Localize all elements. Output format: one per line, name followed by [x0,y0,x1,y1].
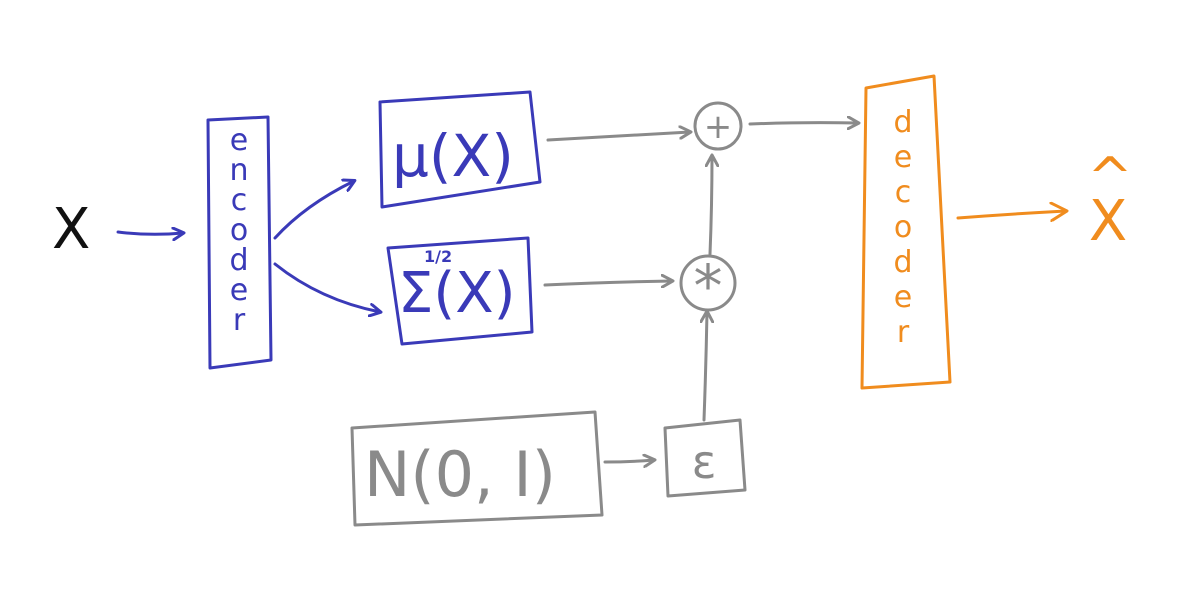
decoder-letter: c [895,175,912,210]
decoder-letter: e [894,280,912,315]
decoder-letter: o [894,210,912,245]
encoder-box [206,115,273,370]
mu-label: μ(X) [392,122,514,190]
encoder-letter: d [229,243,248,278]
noise-block: N(0, I) [350,410,604,527]
encoder-letter: o [230,213,248,248]
epsilon-label: ε [692,435,717,489]
input-label: X [52,197,90,262]
output-hat: ^ [1087,146,1132,209]
noise-box [350,410,604,527]
encoder-letter: e [230,123,248,158]
mu-block: μ(X) [378,90,542,209]
sigma-box [386,236,534,346]
plus-symbol: + [704,107,733,147]
mu-box [378,90,542,209]
encoder-letter: e [230,273,248,308]
epsilon-block: ε [663,418,747,498]
arrow-times-to-plus [710,156,712,256]
encoder-letter: c [231,183,248,218]
plus-node: + [693,101,743,151]
times-symbol: * [694,252,723,320]
sigma-label: Σ(X) [398,261,515,326]
encoder-letter: r [233,303,246,338]
times-node: * [679,252,737,320]
arrow-plus-to-decoder [748,123,858,124]
decoder-letter: r [897,315,910,350]
sigma-superscript: 1/2 [424,247,452,266]
arrow-decoder-to-output [956,211,1066,218]
arrow-epsilon-to-times [704,312,707,422]
encoder-letter: n [229,153,248,188]
output-label: ^ X [1087,146,1132,254]
decoder-box [860,74,952,390]
sigma-block: Σ(X) 1/2 [386,236,534,346]
arrow-noise-to-epsilon [603,460,654,462]
arrow-encoder-to-mu [273,181,354,240]
noise-label: N(0, I) [364,438,556,511]
plus-circle [693,101,743,151]
decoder-letter: e [894,140,912,175]
arrow-sigma-to-times [543,281,672,285]
arrow-mu-to-plus [546,132,690,142]
decoder-letter: d [893,105,912,140]
arrow-encoder-to-sigma [273,262,380,312]
output-base: X [1089,189,1127,254]
epsilon-box [663,418,747,498]
arrow-input-to-encoder [116,232,183,234]
decoder-letter: d [893,245,912,280]
